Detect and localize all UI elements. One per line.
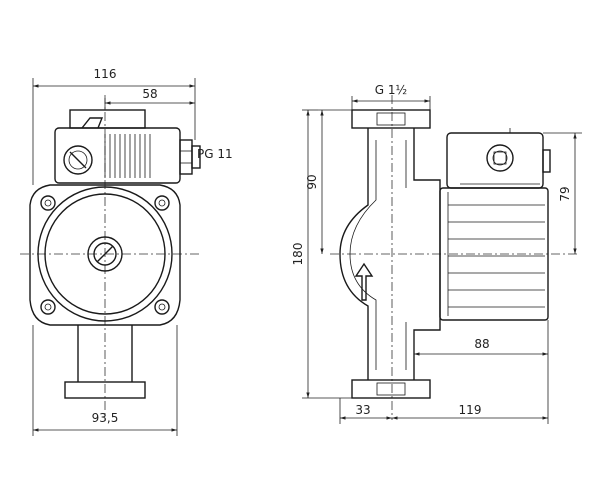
side-box-knob: [486, 144, 514, 172]
dim-port-to-axis: 33: [339, 398, 392, 424]
base-flange: [64, 381, 146, 399]
bottom-flange-plate: [351, 379, 431, 399]
flow-direction-arrow: [354, 262, 374, 301]
dim-motor-depth: 88: [413, 320, 549, 424]
dim-base-width: 93,5: [32, 325, 178, 436]
vent-screw-outer: [87, 236, 123, 272]
dim-label-119: 119: [459, 403, 482, 417]
cable-gland-tip: [191, 145, 201, 169]
body-inner-profile: [349, 140, 377, 370]
cable-gland-nut: [179, 139, 193, 175]
dim-label-thread: G 1½: [375, 83, 407, 97]
dim-box-height: 79: [543, 132, 582, 254]
top-flange-nut: [376, 112, 406, 126]
dim-overall-height: 180: [291, 109, 352, 399]
dim-label-79: 79: [558, 186, 572, 201]
dim-label-116: 116: [94, 67, 117, 81]
terminal-box-lever: [81, 117, 104, 129]
side-box-gland: [542, 149, 551, 173]
speed-selector-knob: [63, 145, 93, 175]
housing-screw-top-right: [154, 195, 170, 211]
terminal-box-lid: [69, 109, 146, 129]
front-view: 116 58 PG 11 93,5: [20, 67, 233, 436]
terminal-box-side: [446, 128, 551, 189]
bottom-flange-nut: [376, 382, 406, 396]
dim-label-33: 33: [355, 403, 370, 417]
pump-base-front: [64, 325, 146, 399]
housing-screw-bottom-left: [40, 299, 56, 315]
housing-outline: [29, 184, 181, 326]
side-box-body: [446, 132, 544, 189]
dim-label-90: 90: [305, 174, 319, 189]
dim-label-58: 58: [142, 87, 157, 101]
cable-gland-label: PG 11: [197, 147, 233, 161]
vent-screw-inner: [93, 242, 117, 266]
cable-gland: [179, 139, 201, 175]
speed-selector-pointer: [69, 151, 87, 169]
pump-housing-front: [29, 184, 181, 326]
housing-outer-ring: [37, 186, 173, 322]
body-left-profile: [339, 128, 369, 380]
dim-thread: G 1½: [351, 83, 431, 110]
terminal-box: [54, 109, 181, 184]
housing-inner-ring: [44, 193, 166, 315]
housing-screw-top-left: [40, 195, 56, 211]
dim-overall-width-front: 116: [32, 67, 196, 185]
dim-label-88: 88: [474, 337, 489, 351]
top-port-flange: [351, 109, 431, 129]
speed-selector-inner: [68, 150, 88, 170]
dim-label-93-5: 93,5: [92, 411, 119, 425]
bottom-port-flange: [351, 379, 431, 399]
motor-fins: [448, 204, 545, 308]
dim-axis-to-motor-end: 119: [392, 403, 548, 420]
housing-screw-bottom-right: [154, 299, 170, 315]
neck-outline: [77, 325, 133, 382]
terminal-box-fins: [104, 134, 151, 178]
dim-to-terminal-box: 58: [104, 87, 195, 110]
dim-label-180: 180: [291, 243, 305, 266]
side-view: G 1½ 90 180 79 88: [291, 83, 582, 424]
top-flange-plate: [351, 109, 431, 129]
vent-screw-slot: [96, 245, 114, 263]
